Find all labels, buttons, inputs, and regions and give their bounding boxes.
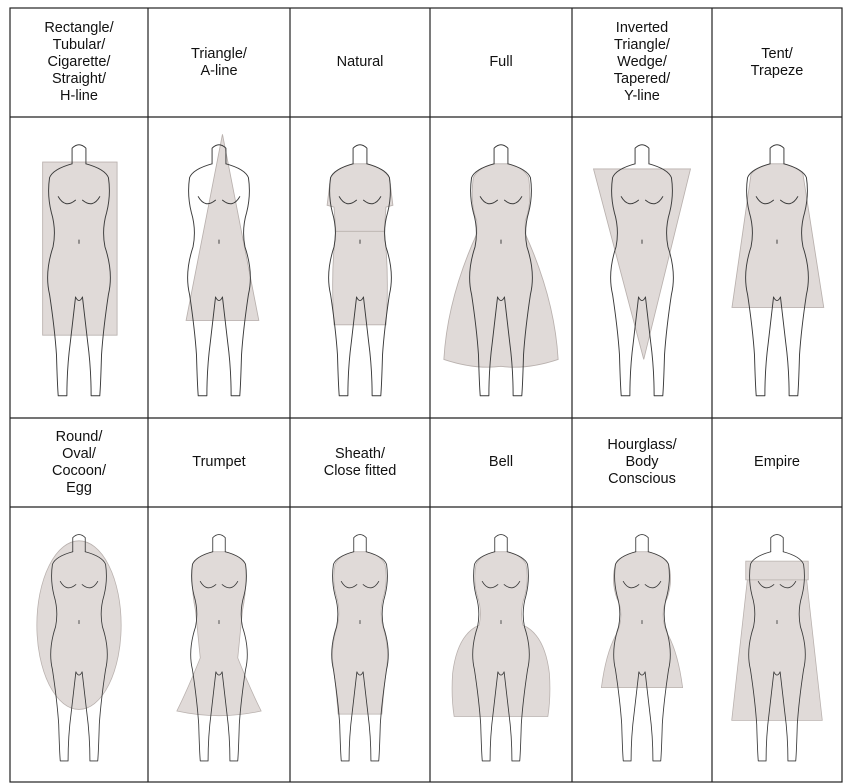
figure-natural	[327, 145, 393, 396]
figure-sheath	[332, 535, 389, 761]
figure-trumpet	[177, 535, 261, 761]
figure-hourglass	[601, 535, 682, 761]
silhouette-inverted-triangle-shape	[594, 169, 691, 359]
figure-tent	[732, 145, 824, 396]
silhouette-bell-shape	[452, 552, 550, 717]
silhouette-hourglass-shape	[601, 552, 682, 688]
silhouette-empire-shape	[732, 561, 823, 720]
silhouette-full-shape	[444, 164, 558, 367]
figure-rectangle	[43, 145, 117, 396]
silhouette-triangle-shape	[186, 134, 259, 320]
figure-round	[37, 535, 121, 761]
silhouette-trumpet-shape	[177, 552, 261, 716]
silhouette-round-shape	[37, 541, 121, 710]
figure-triangle	[186, 134, 259, 395]
figure-bell	[452, 535, 550, 761]
figure-full	[444, 145, 558, 396]
figure-empire	[732, 535, 823, 761]
silhouette-sheath-shape	[332, 552, 387, 714]
figure-inverted-triangle	[594, 145, 691, 396]
table-grid	[10, 8, 842, 782]
